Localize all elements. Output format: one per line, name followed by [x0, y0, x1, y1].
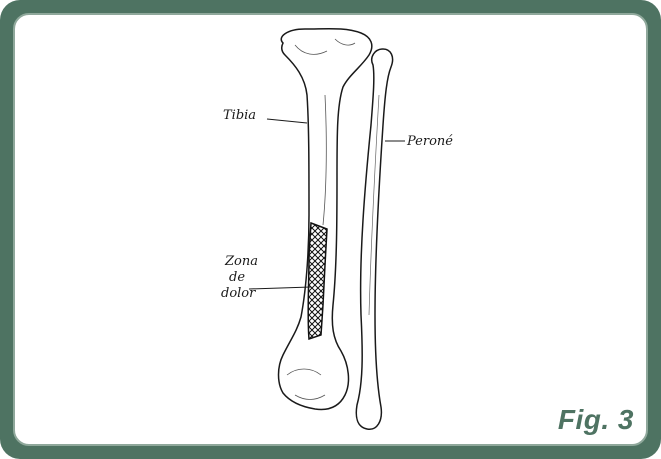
tibia-bone — [279, 29, 372, 410]
perone-label: Peroné — [406, 134, 453, 149]
zona-label-line1: Zona — [224, 254, 258, 269]
zona-label-line2: de — [229, 270, 245, 285]
zona-label-line3: dolor — [221, 286, 256, 301]
tibia-leader-line — [267, 119, 307, 123]
figure-caption: Fig. 3 — [558, 404, 634, 436]
zona-leader-line — [249, 287, 311, 289]
fibula-bone — [356, 49, 392, 429]
tibia-fibula-illustration: Tibia Peroné Zona de dolor — [15, 15, 648, 446]
tibia-label: Tibia — [223, 108, 256, 123]
figure-panel: Tibia Peroné Zona de dolor Fig. 3 — [13, 13, 648, 446]
